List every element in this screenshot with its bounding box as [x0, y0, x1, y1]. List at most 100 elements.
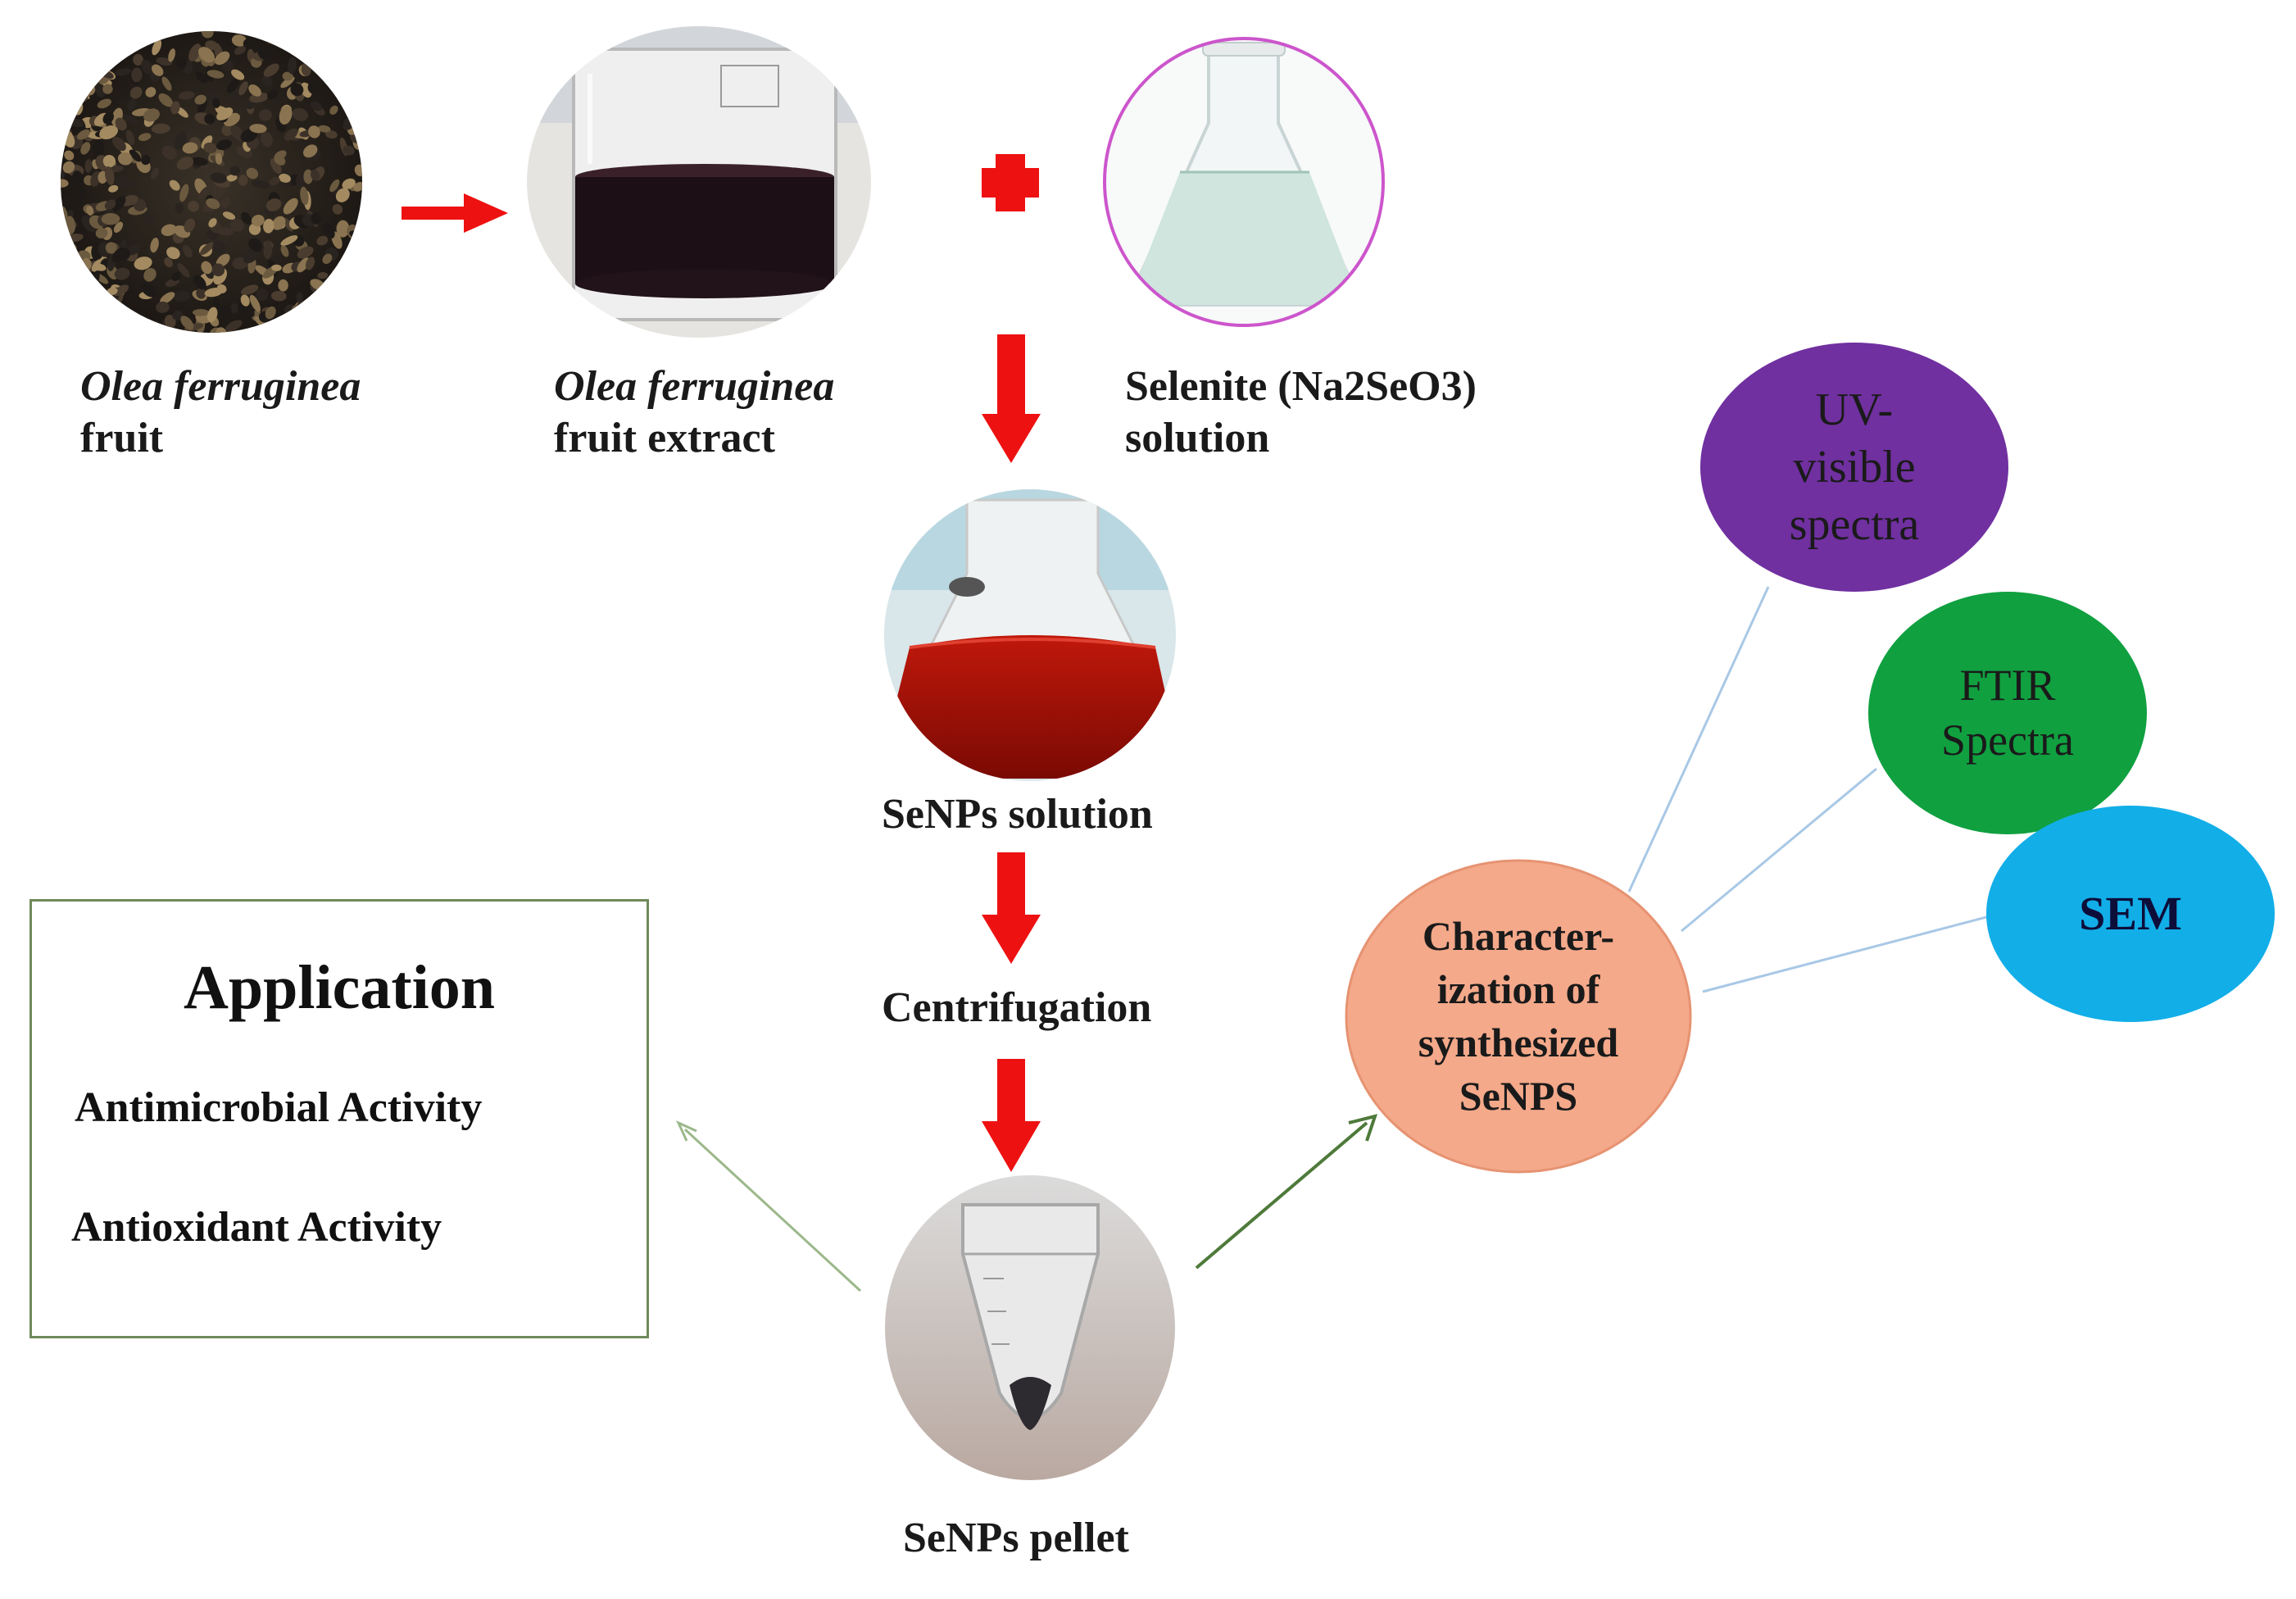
seed-texture	[203, 142, 217, 154]
seed-texture	[240, 294, 250, 307]
seed-texture	[177, 263, 190, 278]
seed-texture	[265, 306, 276, 320]
seed-texture	[93, 139, 105, 158]
seed-texture	[341, 318, 351, 332]
seed-texture	[243, 248, 260, 264]
seed-texture	[324, 311, 338, 325]
seed-texture	[271, 264, 282, 271]
seed-texture	[61, 179, 69, 188]
seed-texture	[93, 42, 107, 52]
seed-texture	[283, 218, 294, 232]
selenite-flask-photo	[1103, 37, 1385, 327]
seed-texture	[318, 125, 331, 133]
seed-texture	[156, 301, 170, 313]
application-item-antimicrobial: Antimicrobial Activity	[75, 1084, 483, 1131]
uv-visible-node	[1700, 343, 2008, 592]
seed-texture	[343, 145, 355, 156]
seed-texture	[278, 279, 288, 292]
seed-texture	[158, 93, 174, 107]
seed-texture	[287, 31, 301, 43]
seed-texture	[168, 48, 175, 62]
seed-texture	[317, 271, 329, 279]
seed-texture	[347, 96, 361, 116]
extract-label-word: fruit extract	[554, 415, 775, 462]
seed-texture	[62, 88, 75, 101]
seed-texture	[282, 71, 293, 81]
extract-label-species: Olea ferruginea	[554, 363, 835, 410]
uv-visible-label: UV- visible spectra	[1789, 384, 1920, 550]
seed-texture	[263, 219, 275, 234]
seed-texture	[343, 95, 357, 109]
seed-texture	[93, 31, 107, 42]
seed-texture	[61, 170, 65, 185]
seed-texture	[92, 302, 106, 316]
seed-texture	[225, 320, 243, 332]
seed-texture	[311, 169, 320, 181]
seed-texture	[306, 39, 324, 48]
seed-texture	[208, 218, 217, 228]
seed-texture	[127, 98, 137, 111]
seed-texture	[66, 80, 79, 97]
selenite-label-line2: solution	[1125, 415, 1270, 462]
seed-texture	[297, 41, 313, 52]
seed-texture	[329, 105, 338, 116]
seed-texture	[337, 38, 350, 52]
connector-ftir	[1681, 767, 1877, 933]
seed-texture	[342, 178, 356, 189]
seed-texture	[230, 218, 244, 232]
seed-texture	[78, 59, 90, 67]
seed-texture	[109, 31, 121, 36]
seed-texture	[80, 142, 91, 155]
seed-texture	[297, 246, 314, 259]
seed-texture	[81, 257, 92, 271]
seed-texture	[115, 176, 134, 189]
fruit-label: Olea ferruginea fruit	[80, 361, 361, 465]
senps-solution-label: SeNPs solution	[882, 791, 1153, 838]
seed-texture	[141, 60, 154, 75]
seed-texture	[335, 188, 350, 202]
seed-texture	[151, 123, 170, 134]
seed-texture	[71, 170, 84, 189]
seed-texture	[88, 298, 106, 309]
seed-texture	[237, 302, 255, 318]
seed-texture	[173, 290, 190, 302]
seed-texture	[311, 212, 322, 225]
seed-texture	[225, 174, 238, 182]
senps-pellet-label: SeNPs pellet	[903, 1515, 1129, 1561]
seed-texture	[297, 257, 310, 273]
seed-texture	[170, 101, 180, 115]
seed-texture	[358, 91, 362, 102]
seed-texture	[117, 152, 133, 166]
seed-texture	[300, 186, 309, 206]
seed-texture	[280, 235, 298, 246]
seed-texture	[174, 131, 188, 150]
flow-arrow-fruit-to-extract	[402, 193, 508, 233]
seed-texture	[263, 63, 279, 77]
seed-texture	[356, 308, 362, 321]
seed-texture	[214, 51, 230, 66]
seed-texture	[279, 105, 293, 125]
sem-node	[1986, 806, 2275, 1022]
seed-texture	[257, 44, 272, 61]
senps-solution-photo	[884, 489, 1176, 781]
seed-texture	[99, 125, 119, 139]
seed-texture	[108, 184, 119, 193]
seed-texture	[123, 114, 139, 125]
fruit-label-word: fruit	[80, 415, 164, 462]
seed-texture	[145, 87, 157, 98]
seed-texture	[221, 60, 234, 72]
seed-texture	[141, 155, 151, 166]
seed-texture	[197, 186, 211, 200]
seed-texture	[206, 307, 218, 323]
senps-pellet-photo	[885, 1175, 1175, 1480]
seed-texture	[61, 45, 72, 58]
seed-texture	[331, 59, 348, 71]
seed-texture	[61, 284, 70, 300]
seed-texture	[100, 302, 111, 313]
seed-texture	[180, 316, 194, 330]
seed-texture	[206, 70, 225, 79]
seed-texture	[169, 179, 180, 191]
seed-texture	[355, 33, 362, 45]
seed-texture	[76, 129, 90, 140]
seed-texture	[314, 33, 326, 45]
